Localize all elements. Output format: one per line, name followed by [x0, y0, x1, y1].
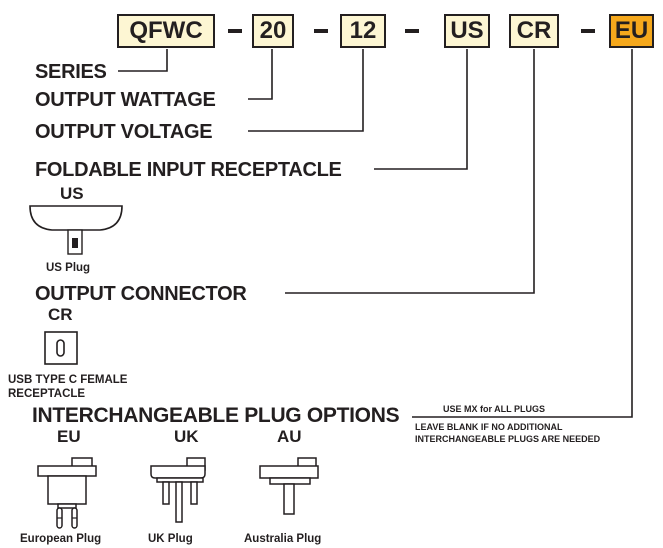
uk-plug-icon [150, 457, 206, 523]
voltage-code-box: 12 [340, 14, 386, 48]
plug-note-line1: USE MX for ALL PLUGS [443, 404, 546, 414]
series-code-box: QFWC [117, 14, 215, 48]
usb-c-caption-line1: USB TYPE C FEMALE [8, 374, 128, 386]
dash-3 [405, 29, 419, 33]
wattage-code-box: 20 [252, 14, 294, 48]
series-leader-line [118, 49, 168, 72]
us-plug-caption: US Plug [46, 262, 91, 274]
us-plug-icon [29, 205, 123, 255]
connector-leader-line [285, 49, 535, 294]
foldable-input-label: FOLDABLE INPUT RECEPTACLE [35, 159, 342, 181]
australia-plug-icon [259, 457, 319, 515]
cr-code-label: CR [48, 305, 73, 324]
output-connector-label: OUTPUT CONNECTOR [35, 283, 247, 305]
plug-note-line3: INTERCHANGEABLE PLUGS ARE NEEDED [415, 434, 601, 444]
plug-options-label: INTERCHANGEABLE PLUG OPTIONS [32, 404, 400, 427]
australia-plug-caption: Australia Plug [244, 533, 322, 545]
input-leader-line [374, 49, 468, 170]
output-wattage-label: OUTPUT WATTAGE [35, 89, 216, 111]
eu-code-label: EU [57, 427, 81, 446]
european-plug-caption: European Plug [20, 533, 102, 545]
us-code-label: US [60, 184, 84, 203]
series-label: SERIES [35, 61, 107, 83]
dash-4 [581, 29, 595, 33]
input-code-box: US [444, 14, 490, 48]
plug-leader-line [412, 49, 633, 418]
dash-2 [314, 29, 328, 33]
usb-c-receptacle-icon [44, 331, 78, 365]
plug-note-line2: LEAVE BLANK IF NO ADDITIONAL [415, 422, 563, 432]
dash-1 [228, 29, 242, 33]
au-code-label: AU [277, 427, 302, 446]
wattage-leader-line [248, 49, 273, 100]
european-plug-icon [37, 457, 97, 529]
output-voltage-label: OUTPUT VOLTAGE [35, 121, 213, 143]
uk-plug-caption: UK Plug [148, 533, 193, 545]
plug-code-box: EU [609, 14, 654, 48]
usb-c-caption-line2: RECEPTACLE [8, 388, 86, 400]
uk-code-label: UK [174, 427, 199, 446]
connector-code-box: CR [509, 14, 559, 48]
voltage-leader-line [248, 49, 364, 132]
